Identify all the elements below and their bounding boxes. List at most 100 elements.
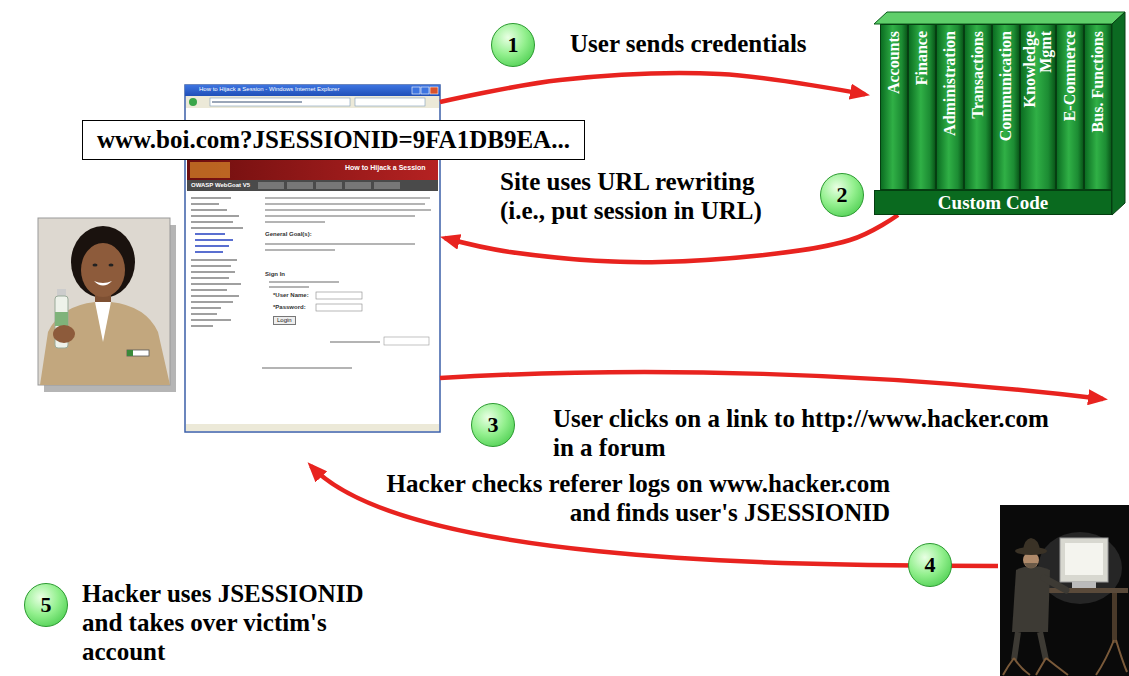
user-hand bbox=[53, 325, 75, 343]
content-line bbox=[265, 243, 415, 245]
menu-line bbox=[191, 325, 213, 327]
menu-lines bbox=[191, 197, 243, 327]
menu-line bbox=[191, 277, 229, 279]
step-description: Hacker checks referer logs on www.hacker… bbox=[360, 470, 890, 528]
root bbox=[1036, 658, 1046, 675]
stack-side bbox=[1112, 12, 1125, 215]
step-number-circle: 3 bbox=[471, 403, 515, 447]
address-field bbox=[210, 98, 350, 106]
input-field bbox=[316, 304, 362, 311]
input-field bbox=[316, 292, 362, 299]
address-text-line bbox=[212, 101, 302, 103]
back-button bbox=[189, 98, 197, 106]
root bbox=[1046, 658, 1068, 675]
bottle-label bbox=[55, 312, 68, 326]
step-number-circle: 1 bbox=[491, 23, 535, 67]
module-spine: Administration bbox=[936, 24, 964, 190]
sponsor-logo bbox=[384, 337, 429, 345]
module-name: Transactions bbox=[965, 25, 991, 189]
menu-line bbox=[191, 221, 233, 223]
user-eye bbox=[109, 263, 114, 266]
tab bbox=[287, 182, 313, 189]
monitor-stand bbox=[1072, 582, 1096, 588]
session-theft-arrow bbox=[311, 466, 998, 566]
tab bbox=[258, 182, 284, 189]
menu-line bbox=[191, 307, 221, 309]
menu-link bbox=[195, 233, 225, 235]
field-label: *Password: bbox=[273, 304, 306, 311]
application-stack: Custom CodeAccountsFinanceAdministration… bbox=[870, 10, 1125, 215]
section-heading: General Goal(s): bbox=[265, 231, 312, 238]
hacker-beard bbox=[1024, 563, 1038, 569]
menu-link bbox=[195, 245, 229, 247]
banner-logo bbox=[190, 162, 230, 178]
root bbox=[1003, 658, 1014, 675]
menu-line bbox=[191, 283, 241, 285]
page-heading: How to Hijack a Session bbox=[345, 164, 426, 172]
url-box: www.boi.com?JSESSIONID=9FA1DB9EA... bbox=[82, 120, 585, 160]
stack-base-label: Custom Code bbox=[874, 190, 1112, 215]
close-button bbox=[430, 87, 438, 94]
content-line bbox=[265, 203, 425, 205]
step-number: 4 bbox=[925, 554, 936, 576]
window-button bbox=[421, 87, 429, 94]
step-number: 2 bbox=[837, 184, 848, 206]
desk-leg bbox=[1112, 593, 1117, 643]
tab-bar bbox=[187, 180, 438, 191]
module-spine: Bus. Functions bbox=[1084, 24, 1112, 190]
search-field bbox=[355, 98, 425, 106]
name-tag bbox=[127, 350, 149, 356]
session-url: www.boi.com?JSESSIONID=9FA1DB9EA... bbox=[97, 125, 570, 155]
content-line bbox=[269, 286, 309, 288]
user-hair bbox=[71, 226, 135, 298]
name-tag-mark bbox=[127, 350, 133, 356]
module-spine: Transactions bbox=[964, 24, 992, 190]
toolbar bbox=[186, 96, 439, 108]
tab bbox=[345, 182, 371, 189]
title-bar bbox=[185, 85, 440, 96]
menu-link bbox=[195, 239, 233, 241]
root bbox=[1116, 640, 1127, 672]
screen-glow bbox=[1038, 532, 1122, 604]
user-shirt bbox=[95, 302, 111, 342]
step-number-circle: 2 bbox=[820, 173, 864, 217]
window-title: How to Hijack a Session - Windows Intern… bbox=[199, 86, 339, 93]
step-number-circle: 5 bbox=[24, 583, 68, 627]
menu-line bbox=[191, 265, 231, 267]
menu-line bbox=[191, 203, 219, 205]
step-description: User clicks on a link to http://www.hack… bbox=[553, 405, 1067, 463]
step-description: Hacker uses JSESSIONID and takes over vi… bbox=[82, 580, 382, 666]
menu-line bbox=[191, 301, 233, 303]
menu-line bbox=[191, 295, 239, 297]
hacker-photo bbox=[1000, 505, 1129, 676]
field-label: *User Name: bbox=[273, 292, 309, 299]
module-name: E-Commerce bbox=[1057, 25, 1083, 189]
content-line bbox=[269, 281, 339, 283]
connectors bbox=[440, 73, 898, 262]
module-spine: Knowledge Mgmt bbox=[1020, 24, 1056, 190]
menu-line bbox=[191, 215, 239, 217]
user-face bbox=[81, 243, 125, 297]
content-line bbox=[265, 209, 431, 211]
step-description: Site uses URL rewriting (i.e., put sessi… bbox=[500, 168, 785, 226]
root bbox=[1014, 658, 1030, 675]
user-photo bbox=[38, 218, 170, 385]
menu-line bbox=[191, 209, 227, 211]
tab bbox=[316, 182, 342, 189]
module-name: Communication bbox=[993, 25, 1019, 189]
hacker-hat bbox=[1023, 538, 1040, 551]
login-button: Login bbox=[273, 316, 296, 325]
step-number: 5 bbox=[41, 594, 52, 616]
window-button bbox=[412, 87, 420, 94]
menu-line bbox=[191, 259, 237, 261]
menu-line bbox=[191, 289, 227, 291]
content-line bbox=[265, 221, 325, 223]
flow-arrow bbox=[440, 73, 865, 102]
monitor bbox=[1060, 538, 1108, 582]
step-number: 3 bbox=[488, 414, 499, 436]
module-spine: Finance bbox=[908, 24, 936, 190]
menu-line bbox=[191, 197, 231, 199]
step-description: User sends credentials bbox=[570, 30, 807, 59]
module-name: Accounts bbox=[881, 25, 907, 189]
